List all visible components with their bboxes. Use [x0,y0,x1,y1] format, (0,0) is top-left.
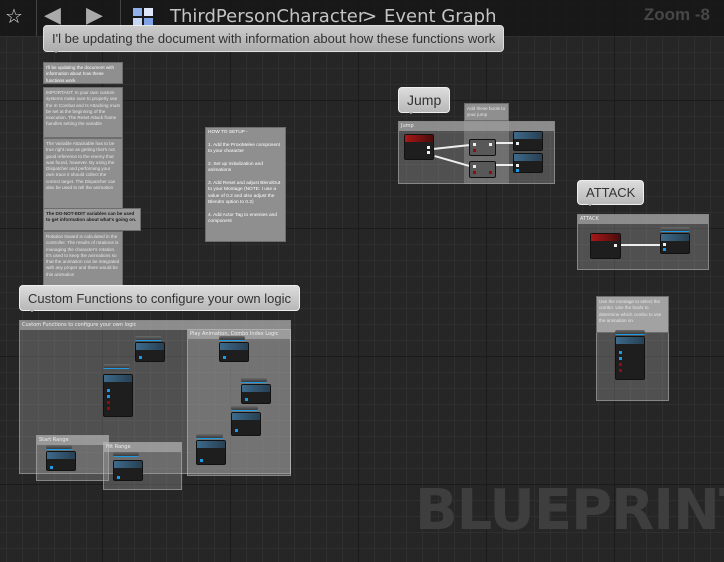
attack-bubble: ATTACK [577,180,645,206]
node-tag [46,445,72,450]
function-node[interactable] [219,342,249,362]
forward-arrow-icon[interactable]: ▶ [86,3,103,28]
comment-note[interactable]: IMPORTANT: In your own custom systems ma… [43,87,123,138]
node-tag [196,434,223,439]
function-node[interactable] [241,384,271,404]
node-tag [241,378,267,383]
jump-note[interactable]: Add these bools to your jump [464,103,509,121]
function-node[interactable] [46,451,76,471]
breadcrumb-separator: > [362,6,378,27]
setup-line: 3. Add Reset and adjust BlendOut to your… [208,180,281,206]
comment-note[interactable]: The DO-NOT-EDIT variables can be used to… [43,208,141,231]
node-tag [219,336,245,341]
function-node[interactable] [196,440,226,465]
custom-functions-bubble: Custom Functions to configure your own l… [19,285,301,312]
jump-bubble: Jump [398,87,451,114]
divider [120,0,121,36]
function-node[interactable] [231,412,261,436]
node-tag [103,364,130,369]
setup-line: 4. Add Actor Tag to enemies and componen… [208,212,277,225]
tooltip-bubble: I'l be updating the document with inform… [43,25,505,53]
input-event-node[interactable] [404,134,434,160]
star-icon[interactable]: ☆ [5,4,23,28]
set-node[interactable] [469,139,496,156]
function-node[interactable] [513,153,543,173]
node-tag [135,336,162,341]
back-arrow-icon[interactable]: ◀ [44,3,61,28]
blueprint-watermark: BLUEPRINT [415,478,724,543]
comment-note[interactable]: The Variable Attackable has to be true r… [43,138,123,209]
function-node[interactable] [135,342,165,362]
node-tag [660,227,690,232]
breadcrumb-blueprint[interactable]: ThirdPersonCharacter [170,6,366,27]
input-event-node[interactable] [590,233,621,259]
setup-note[interactable]: HOW TO SETUP - 1. Add the ProxiMelee com… [205,127,286,242]
function-node[interactable] [103,374,133,417]
setup-line: HOW TO SETUP - [208,130,248,135]
comment-header: Play Animation, Combo Index Logic [188,330,290,339]
comment-header: ATTACK [578,215,708,224]
setup-line: 2. Set up Initialization and animations [208,161,263,174]
comment-header: Jump [399,122,554,131]
function-node[interactable] [113,460,143,481]
comment-note[interactable]: I'll be updating the document with infor… [43,62,123,84]
setup-line: 1. Add the ProxiMelee component to your … [208,142,280,155]
divider [36,0,37,36]
comment-header: Start Range [37,436,108,445]
blueprint-grid-icon [133,8,153,26]
function-node[interactable] [615,336,645,380]
set-node[interactable] [469,161,496,178]
function-node[interactable] [660,233,690,254]
node-tag [113,452,139,457]
comment-header: Hit Range [104,443,181,452]
function-node[interactable] [513,131,543,151]
comment-header: Custom Functions to configure your own l… [20,321,290,330]
breadcrumb-graph[interactable]: Event Graph [384,6,497,27]
exec-wire [496,142,513,144]
combo-note[interactable]: Use the montage to select the combo. Use… [596,296,669,333]
exec-wire [496,164,513,166]
zoom-level: Zoom -8 [643,5,710,24]
comment-note[interactable]: Rotation toward is calculated in the con… [43,231,123,287]
node-tag [231,406,258,411]
exec-wire [621,244,661,246]
node-tag [615,330,645,335]
